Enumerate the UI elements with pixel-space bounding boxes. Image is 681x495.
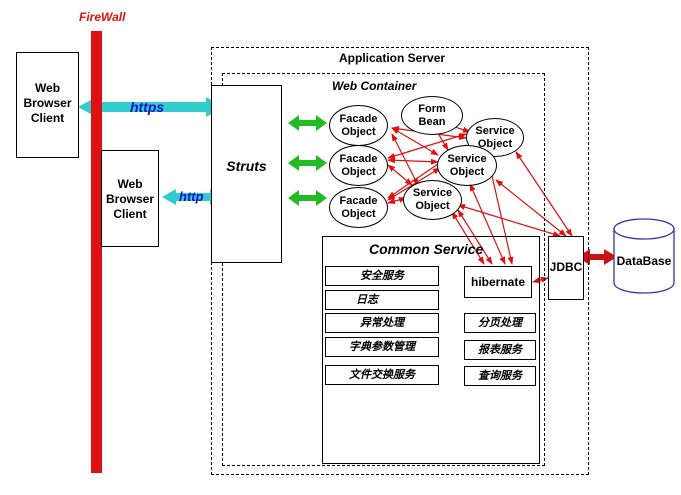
hibernate-box: hibernate bbox=[464, 266, 532, 298]
facade-2-line-2: Object bbox=[341, 165, 376, 178]
service-query: 查询服务 bbox=[464, 366, 536, 386]
web-container-title: Web Container bbox=[332, 79, 417, 93]
firewall-label: FireWall bbox=[79, 10, 126, 24]
client-2-line-3: Client bbox=[113, 207, 147, 221]
service-exception-handling: 异常处理 bbox=[325, 313, 439, 333]
jdbc-box: JDBC bbox=[548, 236, 584, 300]
service-pagination: 分页处理 bbox=[464, 313, 536, 333]
jdbc-db-arrow bbox=[577, 249, 617, 265]
common-service-title: Common Service bbox=[369, 241, 484, 257]
struts-box: Struts bbox=[211, 85, 282, 263]
http-arrow bbox=[162, 189, 224, 205]
database-label: DataBase bbox=[616, 254, 672, 268]
red-arrows bbox=[387, 121, 573, 284]
facade-2-line-1: Facade bbox=[339, 152, 378, 165]
service-reporting: 报表服务 bbox=[464, 340, 536, 360]
common-service bbox=[322, 236, 540, 464]
facade-1-line-1: Facade bbox=[339, 112, 378, 125]
application-server-title: Application Server bbox=[339, 51, 446, 65]
hibernate-label: hibernate bbox=[470, 275, 525, 289]
client-2-line-1: Web bbox=[117, 177, 143, 191]
jdbc-label: JDBC bbox=[549, 260, 583, 274]
http-label: http bbox=[179, 189, 204, 204]
web-browser-client-1: Web Browser Client bbox=[16, 52, 79, 158]
service-dictionary-params: 字典参数管理 bbox=[325, 337, 439, 357]
service-1-line-2: Object bbox=[477, 137, 513, 150]
web-container bbox=[222, 73, 545, 466]
service-2-line-1: Service bbox=[447, 152, 487, 165]
service-logging: 日志 bbox=[325, 290, 439, 310]
web-browser-client-2: Web Browser Client bbox=[101, 150, 159, 247]
client-2-line-2: Browser bbox=[105, 192, 155, 206]
service-security: 安全服务 bbox=[325, 266, 439, 286]
https-arrow bbox=[78, 97, 224, 117]
client-1-line-3: Client bbox=[30, 111, 65, 125]
facade-3-line-2: Object bbox=[341, 207, 376, 220]
form-bean-line-2: Bean bbox=[418, 115, 446, 128]
form-bean-line-1: Form bbox=[418, 102, 446, 115]
database-cylinder bbox=[613, 218, 675, 294]
struts-facade-arrow-1 bbox=[288, 115, 327, 131]
service-1-line-1: Service bbox=[475, 124, 515, 137]
client-1-line-2: Browser bbox=[23, 96, 72, 110]
service-3-line-2: Object bbox=[415, 200, 450, 212]
https-label: https bbox=[130, 99, 165, 115]
firewall-bar bbox=[91, 31, 102, 473]
client-1-line-1: Web bbox=[34, 81, 61, 95]
facade-1-line-2: Object bbox=[341, 125, 376, 138]
facade-3-line-1: Facade bbox=[339, 194, 378, 207]
struts-facade-arrow-3 bbox=[288, 190, 327, 206]
service-file-exchange: 文件交换服务 bbox=[325, 365, 439, 385]
service-2-line-2: Object bbox=[449, 165, 485, 178]
struts-label: Struts bbox=[226, 158, 267, 174]
service-3-line-1: Service bbox=[412, 187, 453, 199]
struts-facade-arrow-2 bbox=[288, 155, 327, 171]
